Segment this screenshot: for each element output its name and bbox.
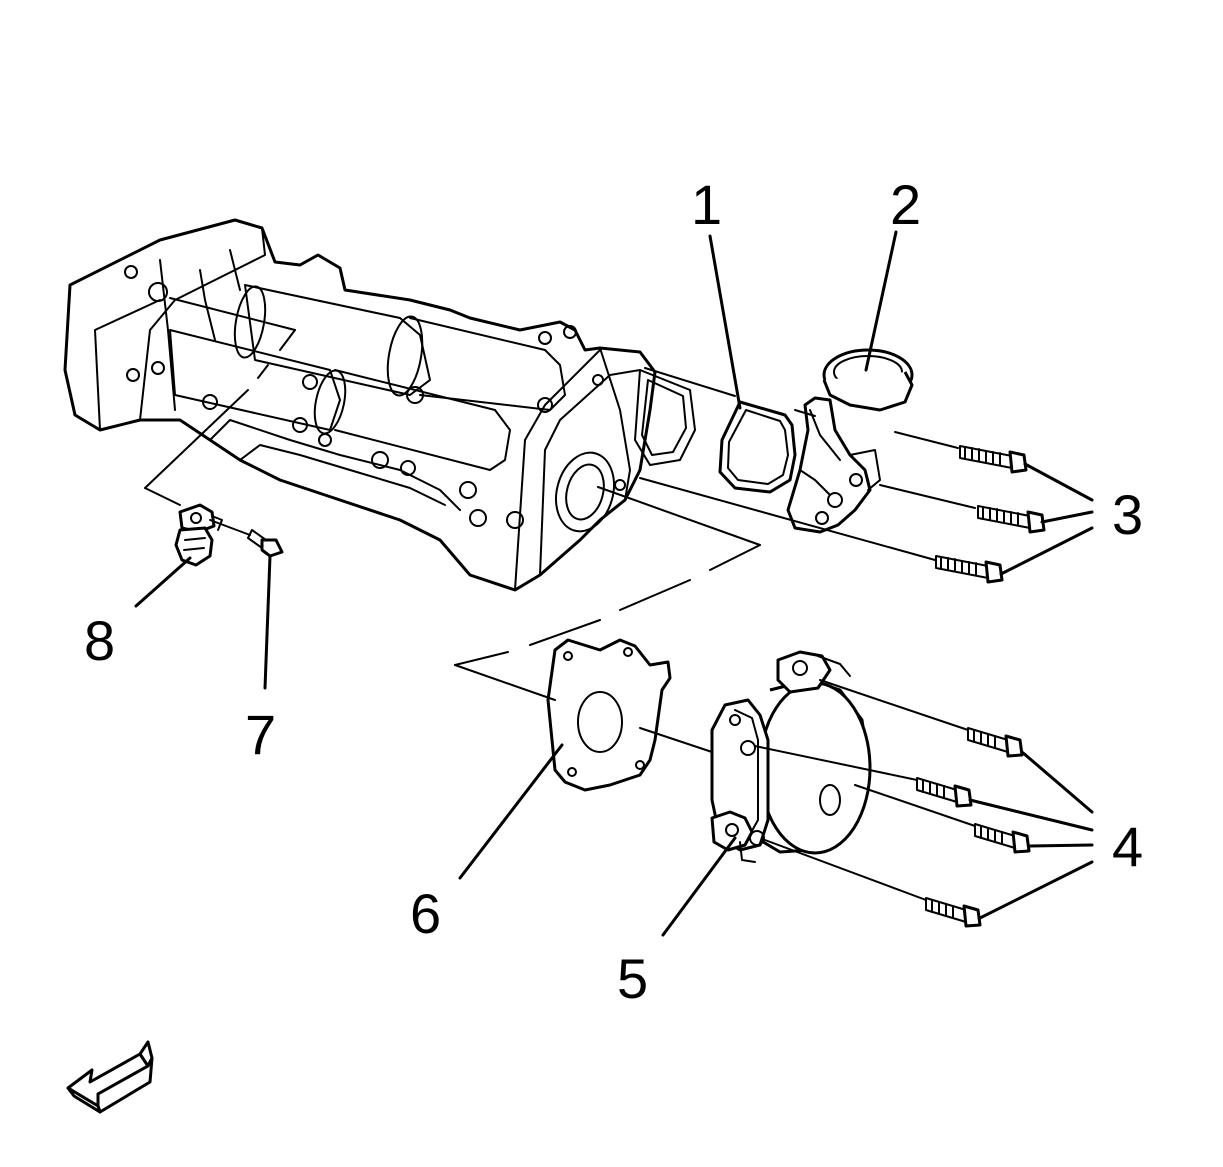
bolt-4c [974,823,1031,854]
callout-4: 4 [1112,815,1143,878]
oil-filler-neck [786,348,914,534]
callout-3: 3 [1112,483,1143,546]
assembly-lines [144,297,976,901]
callout-2: 2 [890,173,921,236]
vacuum-pump-gasket [546,638,672,792]
bolt-3a [959,445,1028,474]
bolt-4a [967,727,1024,758]
callout-1: 1 [691,173,722,236]
callout-8: 8 [84,609,115,672]
leader-lines [134,230,1094,937]
bolt-3b [977,505,1046,534]
camshaft-position-sensor [174,503,223,567]
vacuum-pump [710,650,872,863]
callout-6: 6 [410,882,441,945]
callout-7: 7 [245,703,276,766]
vacuum-pump-bolts [916,727,1031,928]
callout-labels: 1 2 3 4 5 6 7 8 [84,173,1143,1010]
filler-neck-bolts [935,445,1046,584]
bolt-4b [916,777,973,808]
front-direction-arrow-icon [66,1040,154,1114]
callout-5: 5 [617,947,648,1010]
sensor-bolt [247,529,284,558]
camshaft-housing [63,218,696,592]
bolt-4d [925,897,982,928]
bolt-3c [935,555,1004,584]
oil-filler-gasket [718,400,797,494]
